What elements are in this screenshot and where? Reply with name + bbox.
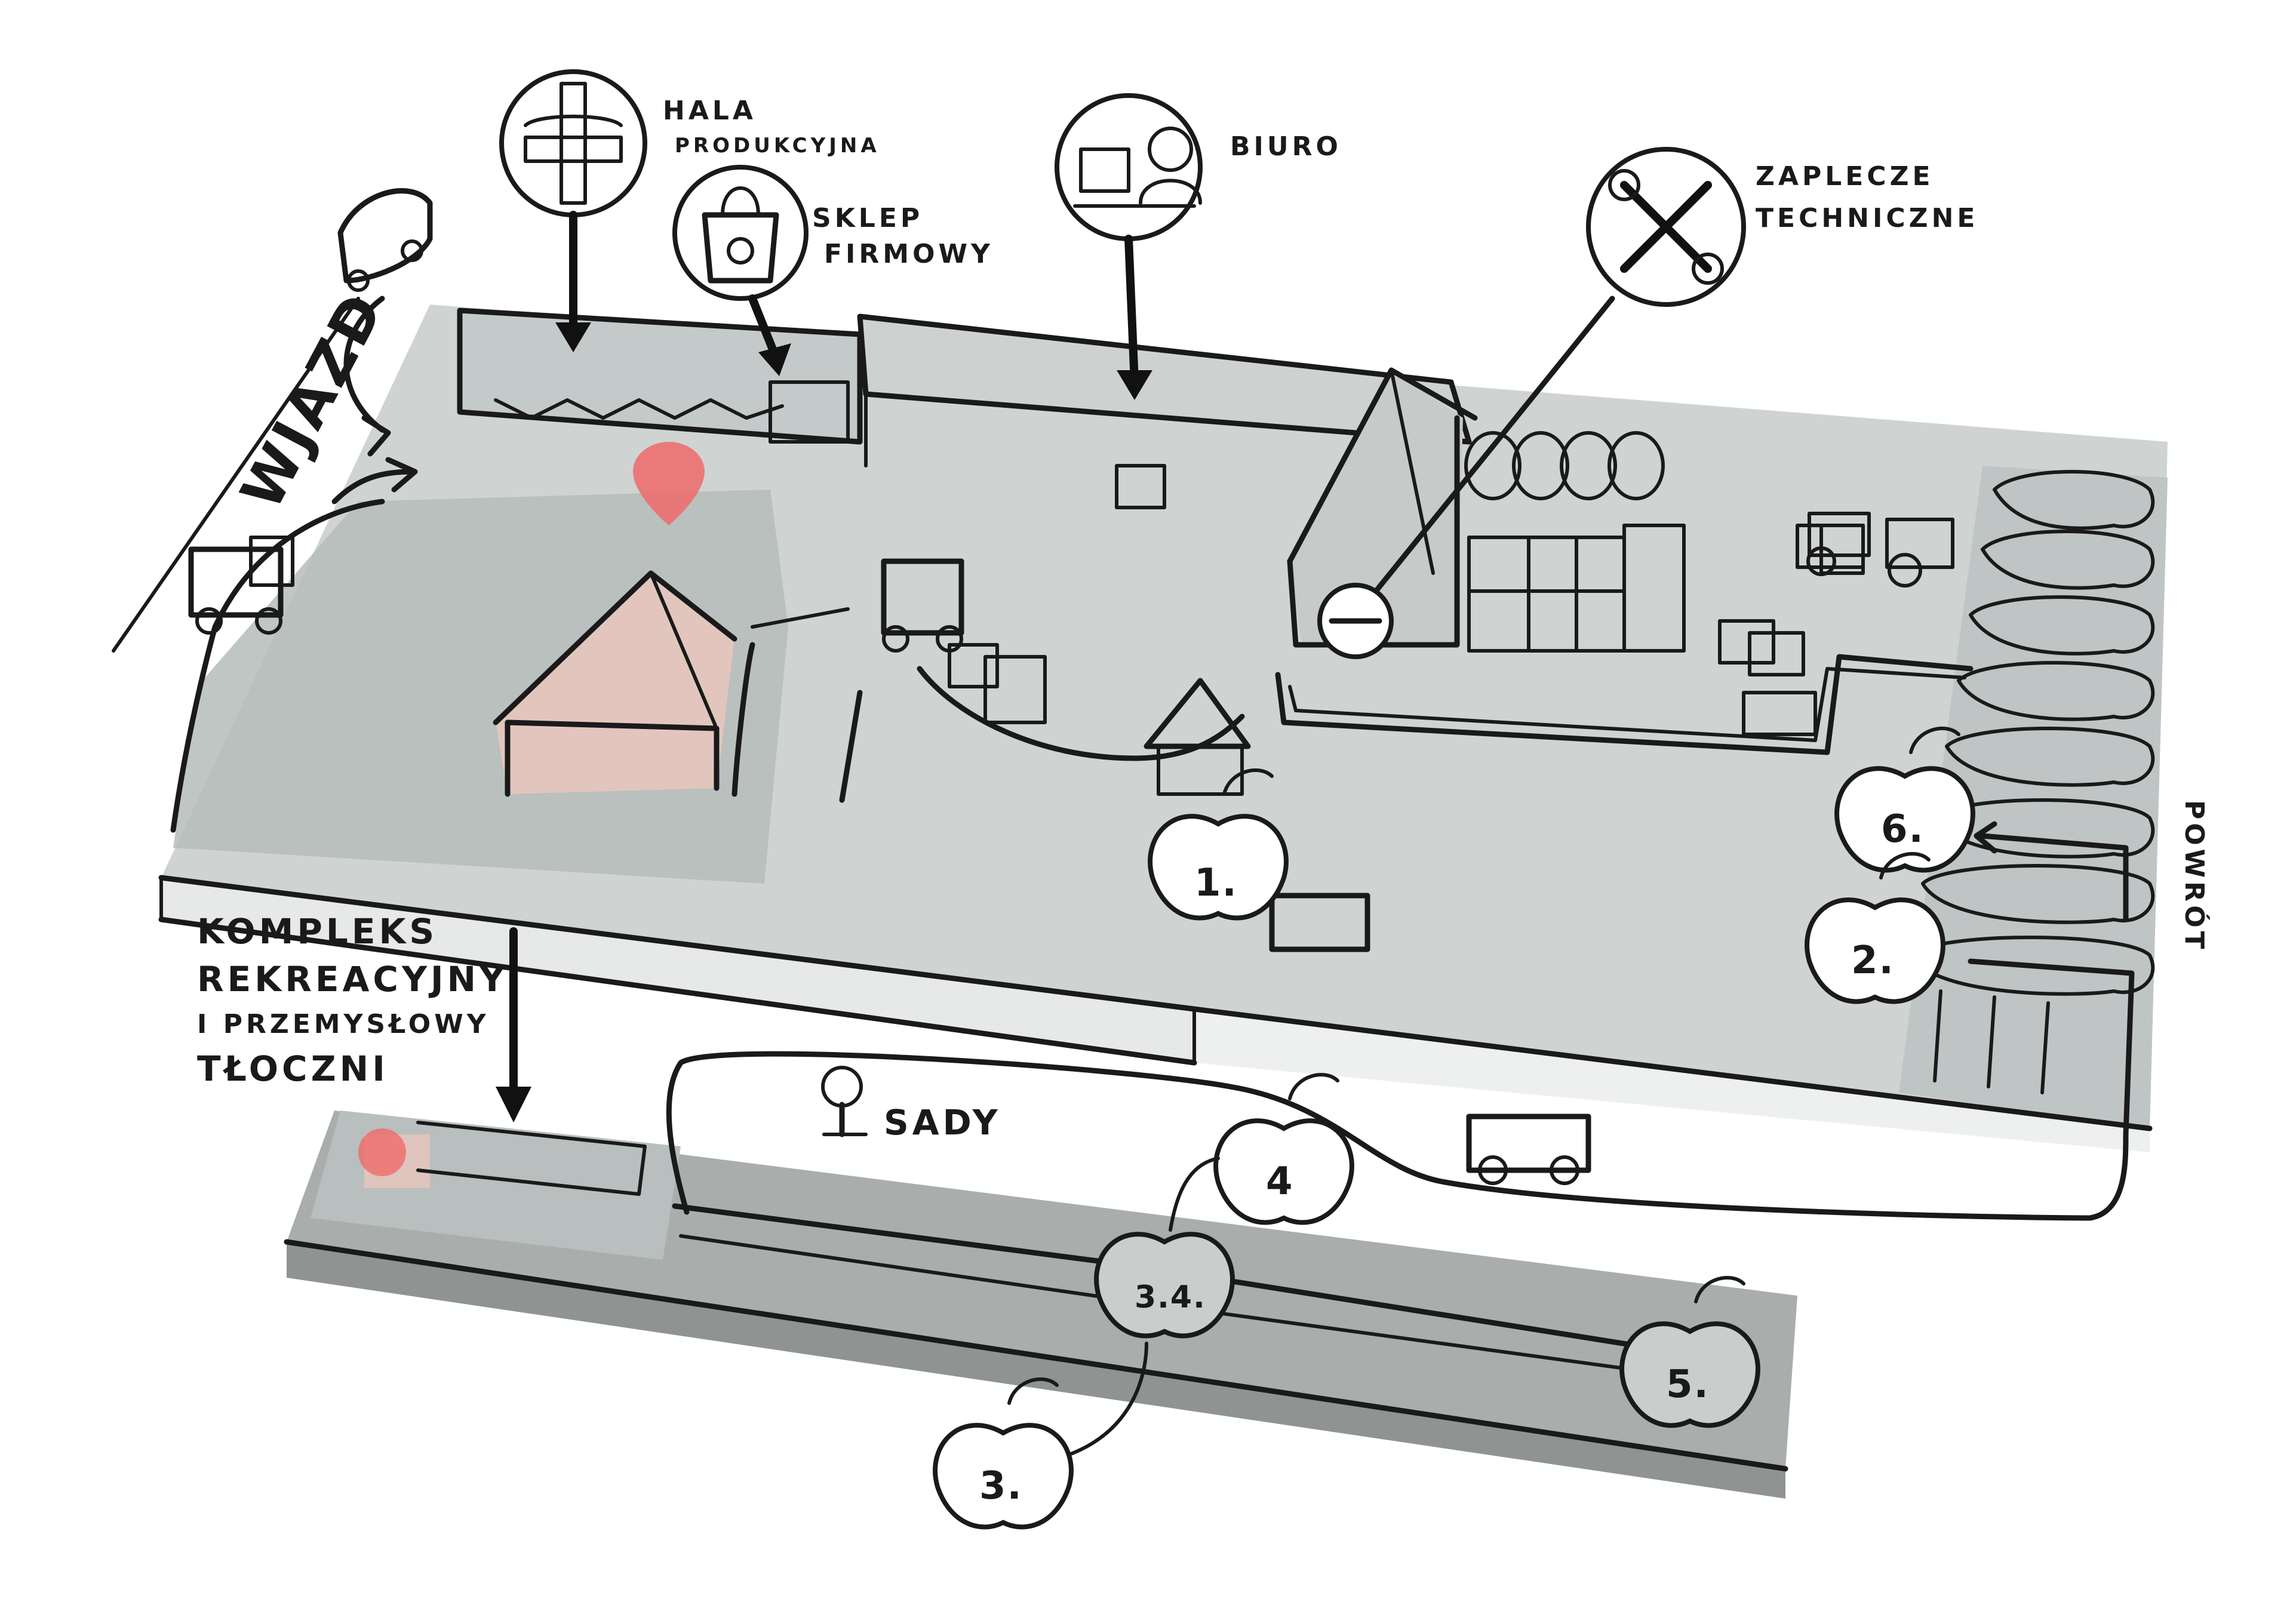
hala-arrowhead xyxy=(555,322,591,352)
kompleks-line2: REKREACYJNY xyxy=(197,959,508,999)
stop-2: 2. xyxy=(1805,852,1945,1004)
stop-34-label: 3.4. xyxy=(1135,1279,1206,1315)
orchard-strip-side xyxy=(287,1242,1785,1499)
stop-4-leader xyxy=(1169,1157,1220,1232)
bench-icon xyxy=(1269,893,1370,952)
stop-3-label: 3. xyxy=(979,1464,1023,1508)
storage-racks xyxy=(1467,524,1686,653)
tanks-row xyxy=(1464,431,1665,500)
main-site-side-right xyxy=(1194,1009,2150,1152)
production-hall-outline xyxy=(457,307,863,445)
biuro-leader xyxy=(1124,235,1139,386)
office-building xyxy=(860,316,1469,442)
hala-label: HALA xyxy=(663,96,757,126)
service-road-branch xyxy=(839,690,863,803)
production-hall xyxy=(460,310,860,442)
shopping-bag-icon xyxy=(702,186,779,284)
pipe-line xyxy=(1275,654,1974,755)
wrench-screwdriver-icon xyxy=(1608,169,1724,285)
kompleks-line3: I PRZEMYSŁOWY xyxy=(197,1009,490,1039)
sklep-arrowhead xyxy=(758,343,791,376)
stop-4: 4 xyxy=(1213,1073,1354,1225)
crate-icon xyxy=(1115,464,1166,509)
stop-2-label: 2. xyxy=(1851,939,1895,983)
strip-edge xyxy=(284,1239,1788,1472)
zaplecze-label: ZAPLECZE xyxy=(1756,161,1934,192)
main-site-outline-front xyxy=(158,916,1197,1066)
main-site-side xyxy=(161,878,1194,1063)
firmowy-label: FIRMOWY xyxy=(824,239,994,269)
entrance-arrow-upper xyxy=(343,296,391,457)
orchard-rows xyxy=(1909,470,2155,1094)
event-tent xyxy=(493,570,737,797)
entrance-road xyxy=(112,297,360,653)
stop-1: 1. xyxy=(1148,768,1289,921)
hala-bubble xyxy=(499,69,647,217)
small-cars xyxy=(948,643,1047,724)
complex-outline xyxy=(416,1121,647,1196)
complex-pin-icon xyxy=(358,1128,406,1176)
truck-icon xyxy=(188,536,294,635)
return-arrow xyxy=(1974,821,2129,922)
office-worker-icon xyxy=(1073,127,1202,208)
kompleks-line1: KOMPLEKS xyxy=(197,911,438,952)
food-stand xyxy=(1144,678,1251,796)
jeep-icon xyxy=(1466,1114,1591,1185)
location-pin-icon xyxy=(633,442,705,525)
production-hall-truss xyxy=(494,398,784,420)
press-machine-icon xyxy=(524,82,623,205)
forklifts xyxy=(1718,524,1865,676)
shop-building xyxy=(769,380,850,444)
sady-label: SADY xyxy=(884,1102,1001,1143)
powrot-label: POWRÓT xyxy=(2179,800,2211,952)
pipe-line-inner xyxy=(1288,667,1966,742)
stop-4-label: 4 xyxy=(1266,1159,1294,1204)
sklep-label: SKLEP xyxy=(812,203,923,233)
techniczne-label: TECHNICZNE xyxy=(1756,203,1978,233)
biuro-arrowhead xyxy=(1117,370,1152,400)
tree-icon xyxy=(821,1066,868,1137)
tractor-trailer xyxy=(1742,691,1817,736)
biuro-label: BIURO xyxy=(1230,131,1342,162)
office-building-outline xyxy=(857,313,1472,445)
stop-5-label: 5. xyxy=(1666,1362,1710,1407)
produkcyjna-label: PRODUKCYJNA xyxy=(675,134,880,158)
stop-34: 3.4. xyxy=(1094,1232,1235,1339)
orchard-band xyxy=(1899,466,2168,1128)
service-road xyxy=(917,666,1245,761)
stop-3: 3. xyxy=(933,1377,1074,1530)
loop-route xyxy=(666,958,2135,1221)
car-icon xyxy=(337,188,433,292)
stop-5: 5. xyxy=(1619,1276,1760,1428)
zaplecze-leader xyxy=(1358,296,1615,612)
stop-3-leader xyxy=(1061,1342,1148,1459)
inner-path xyxy=(170,499,755,833)
kompleks-line4: TŁOCZNI xyxy=(197,1048,389,1089)
stop-6: 6. xyxy=(1834,727,1975,873)
stop-1-label: 1. xyxy=(1194,861,1238,905)
complex-arrowhead xyxy=(496,1087,531,1122)
sklep-leader xyxy=(748,294,780,362)
entrance-arrow-lower xyxy=(331,457,418,505)
technical-shed xyxy=(1290,370,1463,645)
stop-6-label: 6. xyxy=(1881,807,1925,851)
path-to-tent xyxy=(751,607,850,629)
shed-ridge xyxy=(1390,368,1435,575)
tractor-icons xyxy=(1806,512,1954,588)
